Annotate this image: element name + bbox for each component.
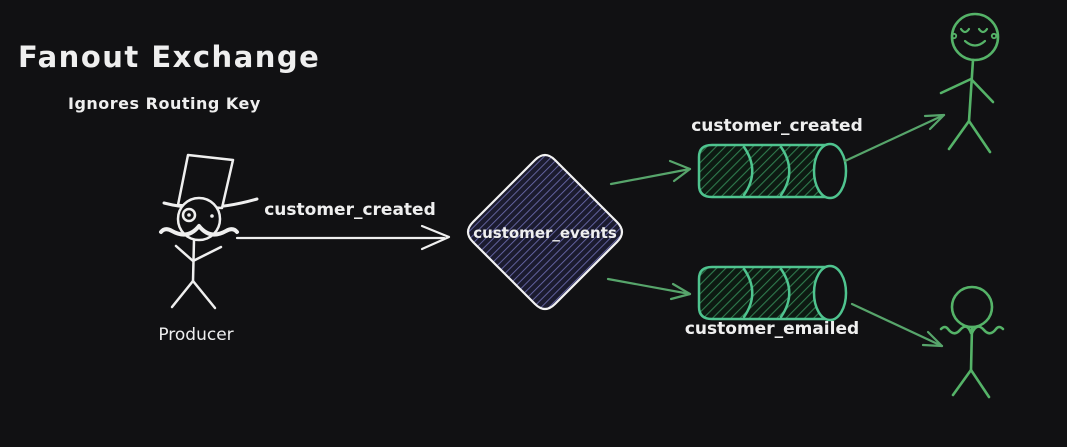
arrowhead bbox=[923, 113, 946, 131]
exchange-to-queue-arrow-bottom bbox=[606, 277, 692, 301]
exchange-to-queue-arrow-top bbox=[609, 159, 692, 186]
queue-to-consumer-arrow-top bbox=[843, 113, 946, 163]
consumer-shrug-arm-left bbox=[939, 325, 973, 335]
exchange-diamond bbox=[466, 153, 624, 311]
consumer-happy-cheek-right bbox=[990, 32, 998, 40]
producer-figure bbox=[159, 153, 259, 310]
consumer-happy-smile bbox=[963, 39, 987, 47]
producer-mustache-icon bbox=[159, 224, 239, 237]
consumer-figure-happy bbox=[939, 12, 1000, 154]
producer-arms bbox=[174, 244, 223, 263]
consumer-shrug-legs bbox=[951, 368, 991, 399]
arrowhead bbox=[668, 159, 692, 183]
queue-to-consumer-arrow-bottom bbox=[850, 302, 944, 348]
producer-legs bbox=[170, 279, 217, 310]
consumer-happy-eyes bbox=[959, 27, 989, 34]
arrowhead bbox=[669, 282, 692, 301]
consumer-happy-body bbox=[967, 58, 975, 123]
consumer-happy-legs bbox=[947, 119, 992, 154]
arrowhead bbox=[420, 224, 451, 251]
producer-message-label: customer_created bbox=[264, 200, 436, 220]
queue-cylinder-top bbox=[697, 142, 848, 200]
queue-cylinder-bottom bbox=[697, 264, 848, 322]
queue-label-bottom: customer_emailed bbox=[684, 319, 860, 339]
producer-monocle-icon bbox=[181, 207, 197, 223]
consumer-shrug-head bbox=[950, 285, 994, 329]
page-title: Fanout Exchange bbox=[18, 40, 321, 74]
producer-label: Producer bbox=[158, 325, 234, 345]
consumer-happy-cheek-left bbox=[950, 32, 958, 40]
exchange-label: customer_events bbox=[473, 224, 617, 242]
consumer-shrug-arm-right bbox=[970, 325, 1005, 335]
producer-eye bbox=[210, 214, 214, 218]
page-subtitle: Ignores Routing Key bbox=[68, 94, 261, 113]
producer-to-exchange-arrow bbox=[235, 224, 451, 251]
consumer-happy-arms bbox=[939, 77, 995, 104]
queue-label-top: customer_created bbox=[691, 116, 863, 136]
producer-monocle-pupil bbox=[187, 213, 191, 217]
arrowhead bbox=[921, 330, 944, 348]
consumer-figure-shrug bbox=[939, 285, 1005, 399]
